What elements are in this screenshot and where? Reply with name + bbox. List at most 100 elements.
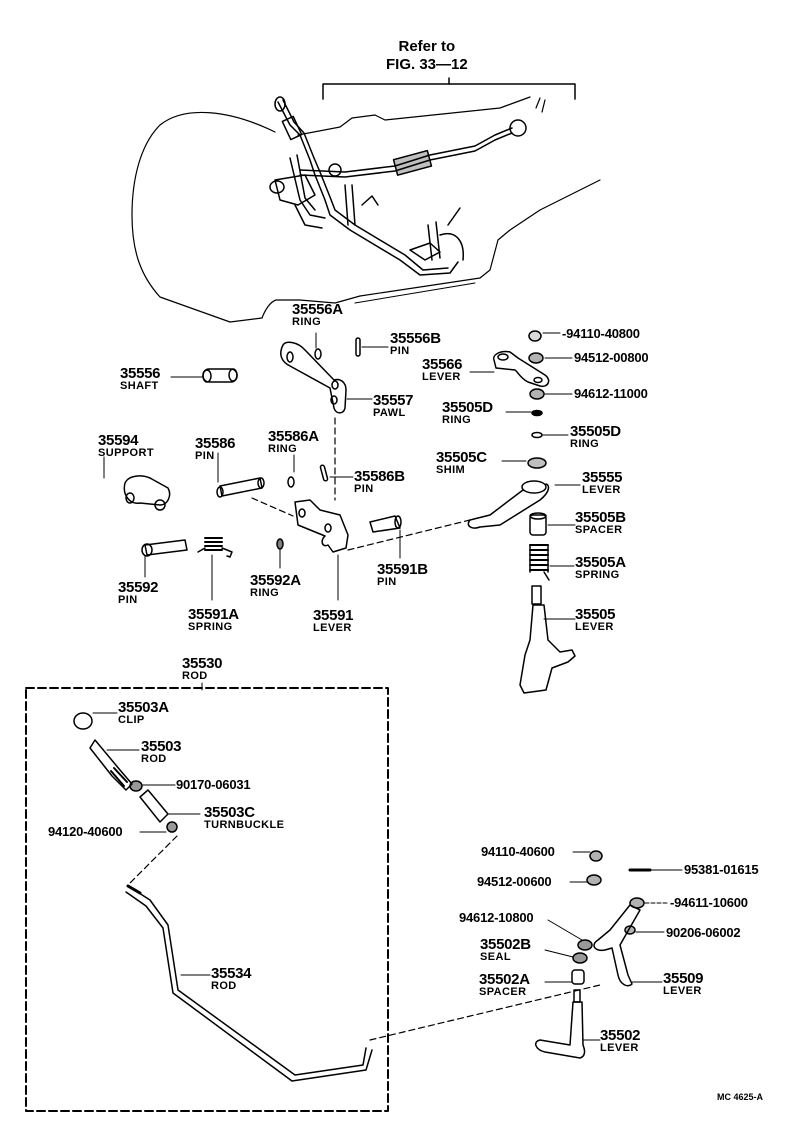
- dashed-alignment: [369, 984, 601, 1041]
- part-label-35591[interactable]: 35591 LEVER: [313, 608, 354, 634]
- clip-35503a-drawing: [73, 712, 118, 730]
- part-label-35591b[interactable]: 35591B PIN: [377, 562, 428, 588]
- part-label-35534[interactable]: 35534 ROD: [211, 966, 252, 992]
- part-label-35505c[interactable]: 35505C SHIM: [436, 450, 487, 476]
- hardware-label-94120-40600[interactable]: 94120-40600: [48, 824, 123, 839]
- part-number: 35503C: [204, 804, 255, 821]
- hardware-label-94110-40600[interactable]: 94110-40600: [481, 844, 555, 859]
- part-label-35592[interactable]: 35592 PIN: [118, 580, 159, 606]
- washer-94512-00800-drawing: [528, 352, 573, 364]
- part-label-35502b[interactable]: 35502B SEAL: [480, 937, 531, 963]
- part-number: 35556A: [292, 301, 343, 318]
- shaft-35556-drawing: [170, 368, 238, 383]
- pin-35592-drawing: [141, 539, 188, 578]
- ring-35505d-drawing: [505, 409, 569, 439]
- part-name: CLIP: [118, 714, 145, 726]
- dashed-alignment: [347, 519, 471, 551]
- part-label-35502[interactable]: 35502 LEVER: [600, 1028, 641, 1054]
- part-number: 35502A: [479, 971, 530, 988]
- washer-94612-11000-drawing: [529, 388, 573, 400]
- pin-35591b-drawing: [369, 515, 402, 559]
- lever-35555-drawing: [467, 480, 581, 529]
- pin-35556b-drawing: [355, 337, 389, 357]
- part-label-35557[interactable]: 35557 PAWL: [373, 392, 414, 419]
- part-label-35503[interactable]: 35503 ROD: [141, 739, 182, 765]
- part-label-35591a[interactable]: 35591A SPRING: [188, 607, 239, 633]
- spacer-35502a-drawing: [544, 969, 585, 985]
- rod-assembly-group-frame: [25, 682, 389, 1112]
- part-number: 35594: [98, 432, 139, 449]
- part-label-35594[interactable]: 35594 SUPPORT: [98, 433, 154, 459]
- lever-35566-drawing: [469, 350, 550, 388]
- part-name: ROD: [141, 753, 167, 765]
- figure-code: MC 4625-A: [717, 1092, 764, 1102]
- hardware-label-90170-06031[interactable]: 90170-06031: [176, 777, 251, 792]
- part-label-35505d-left[interactable]: 35505D RING: [442, 400, 493, 426]
- part-name: TURNBUCKLE: [204, 819, 285, 831]
- hardware-label-94110-40800[interactable]: -94110-40800: [562, 326, 640, 341]
- part-label-35556b[interactable]: 35556B PIN: [390, 331, 441, 357]
- part-number: 35505C: [436, 449, 487, 466]
- part-name: SHAFT: [120, 380, 159, 392]
- part-label-35503c[interactable]: 35503C TURNBUCKLE: [204, 805, 284, 831]
- shim-35505c-drawing: [501, 457, 547, 469]
- part-number: 35586: [195, 435, 236, 452]
- dashed-alignment: [251, 497, 294, 517]
- hardware-label-94612-10800[interactable]: 94612-10800: [459, 910, 534, 925]
- part-name: SEAL: [480, 951, 511, 963]
- part-number: 35505B: [575, 509, 626, 526]
- spring-35505a-drawing: [529, 544, 575, 581]
- part-label-35555[interactable]: 35555 LEVER: [582, 470, 623, 496]
- rod-35534-drawing: [125, 884, 373, 1082]
- pin-35586-drawing: [216, 452, 265, 498]
- part-label-35505a[interactable]: 35505A SPRING: [575, 555, 626, 581]
- part-label-35556[interactable]: 35556 SHAFT: [120, 365, 161, 392]
- part-label-35505d-right[interactable]: 35505D RING: [570, 424, 621, 450]
- reference-note-line1: Refer to: [398, 38, 456, 55]
- hardware-label-94612-11000[interactable]: 94612-11000: [574, 386, 648, 401]
- pin-35586b-drawing: [319, 464, 354, 482]
- part-label-35505[interactable]: 35505 LEVER: [575, 606, 616, 633]
- part-number: 35591A: [188, 606, 239, 623]
- part-label-35509[interactable]: 35509 LEVER: [663, 971, 704, 997]
- part-label-35556a[interactable]: 35556A RING: [292, 302, 343, 328]
- group-name: ROD: [182, 670, 208, 682]
- part-name: SPACER: [479, 986, 527, 998]
- part-number: 35505D: [442, 399, 493, 416]
- group-number: 35530: [182, 655, 223, 672]
- part-label-35586b[interactable]: 35586B PIN: [354, 469, 405, 495]
- part-name: PIN: [195, 450, 215, 462]
- support-35594-drawing: [103, 456, 171, 511]
- part-label-35503a[interactable]: 35503A CLIP: [118, 700, 169, 726]
- part-name: SUPPORT: [98, 447, 154, 459]
- group-label-35530[interactable]: 35530 ROD: [182, 655, 223, 682]
- part-label-35502a[interactable]: 35502A SPACER: [479, 972, 530, 998]
- nut-94110-40600-drawing: [572, 850, 603, 862]
- part-name: SPACER: [575, 524, 623, 536]
- part-number: 35557: [373, 392, 414, 409]
- shift-linkage-assembly: [269, 96, 527, 276]
- hardware-label-95381-01615[interactable]: 95381-01615: [684, 862, 759, 877]
- ring-35556a-drawing: [314, 332, 322, 360]
- part-name: PIN: [354, 483, 374, 495]
- part-number: 35502B: [480, 936, 531, 953]
- seal-35502b-drawing: [544, 949, 588, 964]
- part-label-35586[interactable]: 35586 PIN: [195, 435, 236, 462]
- part-number: 35556: [120, 365, 161, 382]
- lever-35591-drawing: [294, 499, 349, 601]
- part-number: 35592A: [250, 572, 301, 589]
- hardware-label-90206-06002[interactable]: 90206-06002: [666, 925, 741, 940]
- hardware-label-94611-10600[interactable]: -94611-10600: [670, 895, 748, 910]
- part-label-35586a[interactable]: 35586A RING: [268, 429, 319, 455]
- part-label-35592a[interactable]: 35592A RING: [250, 573, 301, 599]
- part-label-35505b[interactable]: 35505B SPACER: [575, 510, 626, 536]
- lever-35505-drawing: [519, 585, 576, 694]
- part-label-35566[interactable]: 35566 LEVER: [422, 357, 463, 383]
- part-number: 35556B: [390, 330, 441, 347]
- part-number: 35505: [575, 606, 616, 623]
- part-name: RING: [570, 438, 600, 450]
- dashed-alignment: [129, 835, 178, 884]
- hardware-label-94512-00800[interactable]: 94512-00800: [574, 350, 649, 365]
- hardware-label-94512-00600[interactable]: 94512-00600: [477, 874, 552, 889]
